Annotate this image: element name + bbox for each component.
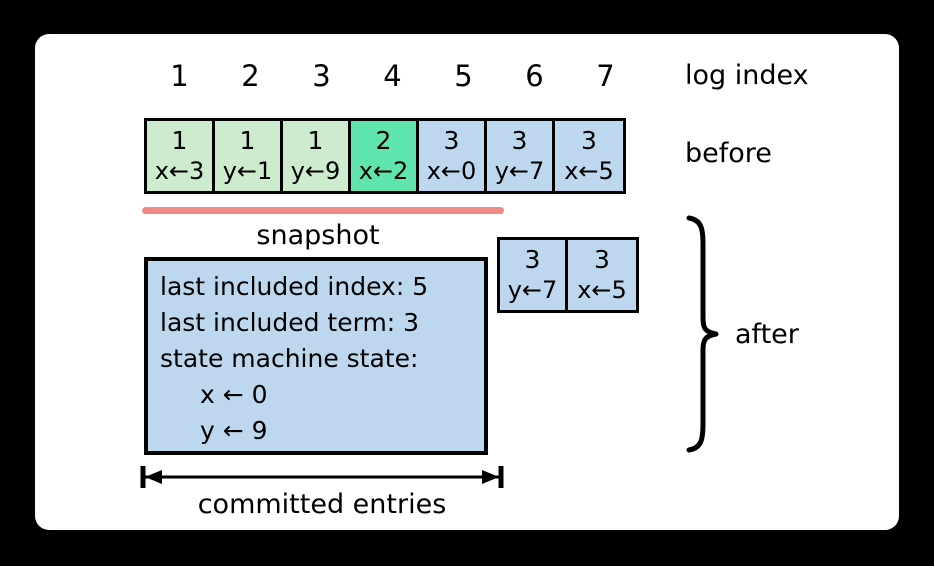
log-entry-command: x←3: [154, 157, 205, 185]
snapshot-last-included-index: last included index: 5: [160, 272, 429, 301]
log-index-number: 3: [312, 59, 331, 93]
before-log-row: 1 x←3 1 y←1 1 y←9 2 x←2 3 x←0: [144, 118, 626, 194]
raft-snapshot-diagram: 1 2 3 4 5 6 7 1 x←3 1 y←1 1: [35, 34, 899, 530]
log-entry: 3 x←5: [555, 121, 623, 191]
log-entry-command: x←2: [358, 157, 409, 185]
before-label: before: [685, 138, 772, 169]
log-index-number: 6: [525, 59, 544, 93]
log-entry: 3 y←7: [500, 240, 568, 310]
snapshot-box: last included index: 5 last included ter…: [144, 257, 488, 455]
after-log-row: 3 y←7 3 x←5: [497, 237, 639, 313]
log-entry-term: 3: [524, 245, 541, 274]
log-entry-command: x←5: [564, 157, 614, 185]
log-entry-command: y←9: [290, 157, 341, 185]
log-index-number: 1: [170, 59, 189, 93]
log-entry-term: 1: [171, 126, 188, 155]
log-entry-term: 3: [594, 245, 610, 274]
log-entry: 1 y←1: [215, 121, 283, 191]
log-entry: 2 x←2: [351, 121, 419, 191]
committed-entries-caption: committed entries: [197, 489, 447, 520]
log-index-number-row: 1 2 3 4 5 6 7: [144, 56, 641, 96]
log-entry: 3 y←7: [487, 121, 555, 191]
log-entry-command: x←5: [577, 276, 627, 304]
snapshot-last-included-term: last included term: 3: [160, 308, 420, 337]
committed-entries-arrow-icon: [140, 466, 504, 488]
log-entry-term: 3: [443, 126, 460, 155]
log-index-number: 7: [596, 59, 615, 93]
after-brace: [683, 214, 723, 454]
log-entry: 1 y←9: [283, 121, 351, 191]
log-entry-command: x←0: [426, 157, 477, 185]
log-entry-command: y←1: [222, 157, 273, 185]
log-entry: 3 x←0: [419, 121, 487, 191]
log-index-number: 4: [383, 59, 402, 93]
log-entry-command: y←7: [507, 276, 558, 304]
log-entry-term: 3: [511, 126, 528, 155]
curly-brace-icon: [686, 215, 719, 453]
log-entry-term: 3: [581, 126, 597, 155]
after-label: after: [735, 319, 799, 350]
log-index-number: 2: [241, 59, 260, 93]
log-entry-term: 1: [307, 126, 324, 155]
log-entry: 1 x←3: [147, 121, 215, 191]
snapshot-state-x: x ← 0: [200, 380, 268, 409]
snapshot-state-y: y ← 9: [200, 416, 268, 445]
snapshot-state-machine-heading: state machine state:: [160, 344, 419, 373]
snapshot-divider-line: [142, 207, 504, 214]
log-entry-term: 1: [239, 126, 256, 155]
log-index-label: log index: [685, 60, 809, 91]
log-entry: 3 x←5: [568, 240, 636, 310]
log-entry-term: 2: [375, 126, 392, 155]
log-index-number: 5: [454, 59, 473, 93]
log-entry-command: y←7: [494, 157, 545, 185]
diagram-card: 1 2 3 4 5 6 7 1 x←3 1 y←1 1: [35, 34, 899, 530]
snapshot-label: snapshot: [256, 220, 380, 251]
committed-entries-arrow: [140, 464, 504, 492]
